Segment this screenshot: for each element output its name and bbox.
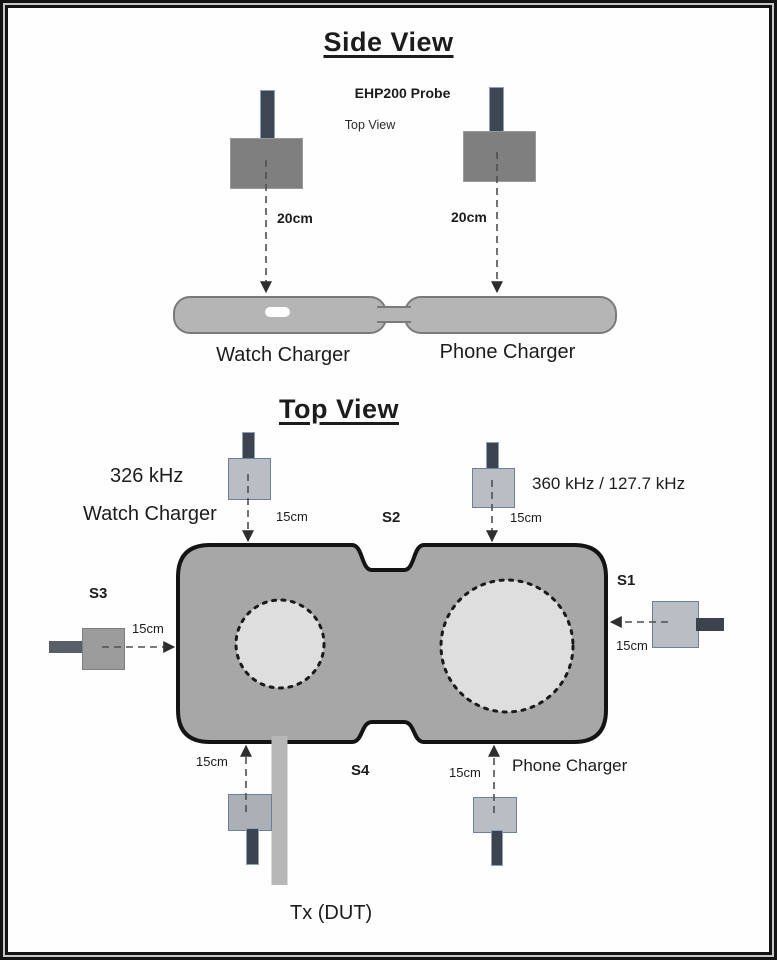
probe-stem-bottom-watch [246,828,259,865]
ehp200-probe-top-watch [228,458,271,500]
distance-15cm-right: 15cm [616,638,648,653]
distance-15cm-bottom-phone: 15cm [449,765,481,780]
distance-15cm-left: 15cm [132,621,164,636]
tx-dut-label: Tx (DUT) [290,902,373,924]
ehp200-probe-side-watch [230,138,303,189]
phone-frequency-label: 360 kHz / 127.7 kHz [532,474,686,493]
charger-body-outline [176,543,608,744]
ehp200-probe-right [652,601,699,648]
distance-20cm-watch: 20cm [277,210,313,226]
probe-stem-left [49,641,83,653]
watch-charger-label-side: Watch Charger [216,344,350,366]
phone-charger-label-side: Phone Charger [439,341,576,363]
probe-stem-right [696,618,724,631]
ehp200-probe-left [82,628,125,670]
sensor-label-s2: S2 [382,509,401,526]
tx-cable [271,736,288,885]
distance-15cm-bottom-watch: 15cm [196,754,228,769]
sensor-label-s1: S1 [617,572,636,589]
distance-15cm-top-watch: 15cm [276,509,308,524]
distance-15cm-top-phone: 15cm [510,510,542,525]
phone-charger-label-top: Phone Charger [512,756,628,775]
ehp200-probe-label: EHP200 Probe [354,85,451,101]
probe-stem-side-phone [489,87,504,136]
side-view-title: Side View [323,27,454,57]
probe-stem-bottom-phone [491,830,503,866]
watch-frequency-label: 326 kHz [110,465,184,487]
ehp200-probe-bottom-phone [473,797,517,833]
side-view-orientation-note: Top View [344,118,396,132]
watch-pad-slot [265,307,290,317]
watch-charger-pad-side [173,296,387,334]
sensor-label-s4: S4 [351,762,370,779]
ehp200-probe-top-phone [472,468,515,508]
top-view-title: Top View [278,394,399,424]
watch-coil-area [234,598,326,690]
phone-coil-area [439,578,575,714]
sensor-label-s3: S3 [89,585,108,602]
watch-charger-label-top: Watch Charger [83,503,217,525]
probe-stem-side-watch [260,90,275,142]
phone-charger-pad-side [404,296,617,334]
ehp200-probe-bottom-watch [228,794,272,831]
ehp200-probe-side-phone [463,131,536,182]
distance-20cm-phone: 20cm [451,209,487,225]
charger-bridge-side [377,306,411,323]
